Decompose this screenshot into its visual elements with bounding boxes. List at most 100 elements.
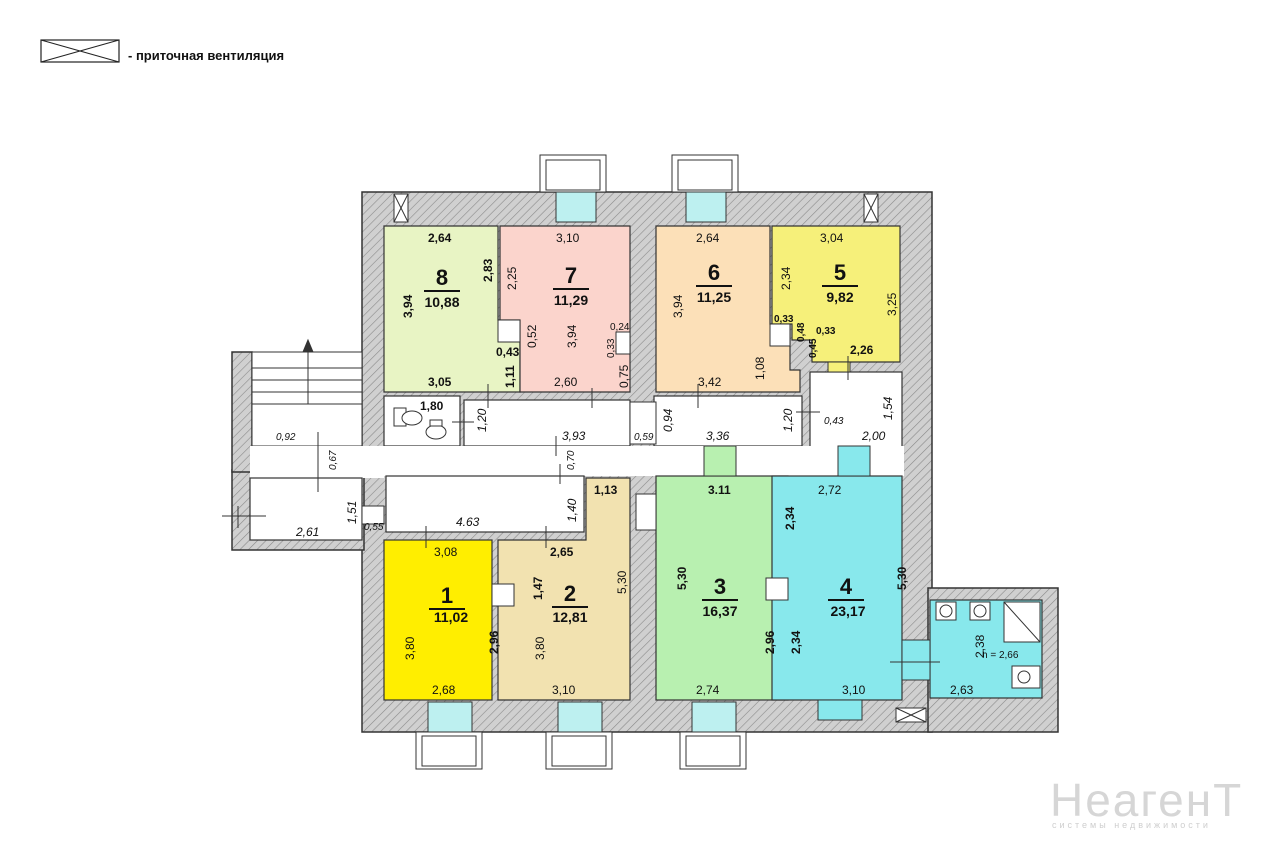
dim-r3-top: 3.11 <box>708 483 731 497</box>
room-7-area: 11,29 <box>554 292 588 308</box>
dim-c1-120b: 1,20 <box>781 408 795 432</box>
dim-r1-bottom: 2,68 <box>432 683 456 697</box>
dim-r2-380: 3,80 <box>533 636 547 660</box>
room-6-area: 11,25 <box>697 289 731 305</box>
room-3-area: 16,37 <box>702 603 737 619</box>
legend: - приточная вентиляция <box>40 39 284 63</box>
room-3-number: 3 <box>714 574 726 599</box>
dim-r4-bottom: 3,10 <box>842 683 866 697</box>
room-6-number: 6 <box>708 260 720 285</box>
room-1 <box>383 539 493 701</box>
stair-wall <box>231 351 253 473</box>
room-2 <box>497 477 631 701</box>
dim-wc1-180: 1,80 <box>420 399 444 413</box>
ventilation-icons <box>393 193 927 723</box>
dim-r8-right: 2,83 <box>481 258 495 282</box>
room-6 <box>655 225 801 393</box>
vestibule <box>249 477 363 541</box>
dim-r7-225: 2,25 <box>505 266 519 290</box>
room-5-area: 9,82 <box>826 289 853 305</box>
room-8-area: 10,88 <box>424 294 459 310</box>
dim-r7-075: 0,75 <box>617 364 631 388</box>
stair-area <box>251 351 363 447</box>
dim-wc2-263: 2,63 <box>950 683 974 697</box>
room-2-area: 12,81 <box>552 609 587 625</box>
dim-r3-530: 5,30 <box>675 566 689 590</box>
dim-c1-059: 0,59 <box>634 432 654 443</box>
dim-r2-bottom: 3,10 <box>552 683 576 697</box>
corridor-link <box>629 401 657 445</box>
dim-r5-right: 3,25 <box>885 292 899 316</box>
dim-r8-bottom: 3,05 <box>428 375 452 389</box>
dim-r8-111: 1,11 <box>503 365 517 388</box>
legend-text: - приточная вентиляция <box>128 48 284 63</box>
dim-r3-bottom: 2,74 <box>696 683 720 697</box>
dim-hall-043: 0,43 <box>824 416 844 427</box>
dim-r4-top: 2,72 <box>818 483 842 497</box>
dim-r8-top: 2,64 <box>428 231 452 245</box>
corridor-upper <box>463 399 631 447</box>
dim-r2-265: 2,65 <box>550 545 574 559</box>
corridor-main <box>384 446 904 476</box>
dim-st-092: 0,92 <box>276 432 296 443</box>
watermark-brand: НеагенТ <box>1050 774 1243 826</box>
stairs <box>252 338 362 405</box>
dim-r8-left: 3,94 <box>401 294 415 318</box>
room-4-area: 23,17 <box>830 603 865 619</box>
dim-st-067: 0,67 <box>328 450 339 470</box>
dim-r2-147: 1,47 <box>531 576 545 600</box>
room-1-area: 11,02 <box>434 609 468 625</box>
dim-c2-463: 4.63 <box>456 515 480 529</box>
dim-st-055: 0,55 <box>364 522 384 533</box>
room-4-number: 4 <box>840 574 853 599</box>
dim-r5-226: 2,26 <box>850 343 874 357</box>
dim-hall-200: 2,00 <box>861 429 886 443</box>
dim-r8-043: 0,43 <box>496 345 520 359</box>
dim-r5-033b: 0,33 <box>816 326 836 337</box>
dim-r7-024: 0,24 <box>610 322 630 333</box>
dim-c1-336: 3,36 <box>706 429 730 443</box>
room-7-number: 7 <box>565 263 577 288</box>
dim-c1-120: 1,20 <box>475 408 489 432</box>
windows <box>415 154 747 770</box>
dim-r7-394: 3,94 <box>565 324 579 348</box>
room-1-number: 1 <box>441 583 453 608</box>
dim-r1-left: 3,80 <box>403 636 417 660</box>
dimension-ticks <box>317 356 849 548</box>
sink-icon <box>935 601 1041 689</box>
dim-r5-048: 0,48 <box>796 322 807 342</box>
dim-r2-530: 5,30 <box>615 570 629 594</box>
dim-r1-top: 3,08 <box>434 545 458 559</box>
dim-r4-234: 2,34 <box>789 630 803 654</box>
dim-r5-top: 3,04 <box>820 231 844 245</box>
dim-r6-bottom: 3,42 <box>698 375 722 389</box>
dim-r2-113: 1,13 <box>594 483 618 497</box>
dim-r7-052: 0,52 <box>525 324 539 348</box>
dim-r7-033: 0,33 <box>606 338 617 358</box>
watermark-tagline: системы недвижимости <box>1052 820 1211 830</box>
dim-r3-296: 2,96 <box>763 630 777 654</box>
room-4 <box>771 475 903 701</box>
dim-r6-top: 2,64 <box>696 231 720 245</box>
dim-r5-045: 0,45 <box>808 338 819 358</box>
room-8-number: 8 <box>436 265 448 290</box>
dim-c2-140: 1,40 <box>565 498 579 522</box>
dim-r3-234: 2,34 <box>783 506 797 530</box>
dim-r5-033a: 0,33 <box>774 314 794 325</box>
room-5-number: 5 <box>834 260 846 285</box>
doors <box>361 319 931 721</box>
dim-c1-393: 3,93 <box>562 429 586 443</box>
dim-r1-right: 2,96 <box>487 630 501 654</box>
corridor-lower <box>385 475 585 533</box>
dim-wc2-height: h = 2,66 <box>982 650 1019 661</box>
dim-c1-094: 0,94 <box>661 408 675 432</box>
dim-r7-top: 3,10 <box>556 231 580 245</box>
dim-r4-530: 5,30 <box>895 566 909 590</box>
dim-r6-108: 1,08 <box>753 356 767 380</box>
dim-wc2-238: 2,38 <box>973 634 987 658</box>
dim-r7-bottom: 2,60 <box>554 375 578 389</box>
dim-hall-154: 1,54 <box>881 396 895 420</box>
dim-r6-left: 3,94 <box>671 294 685 318</box>
room-2-number: 2 <box>564 581 576 606</box>
